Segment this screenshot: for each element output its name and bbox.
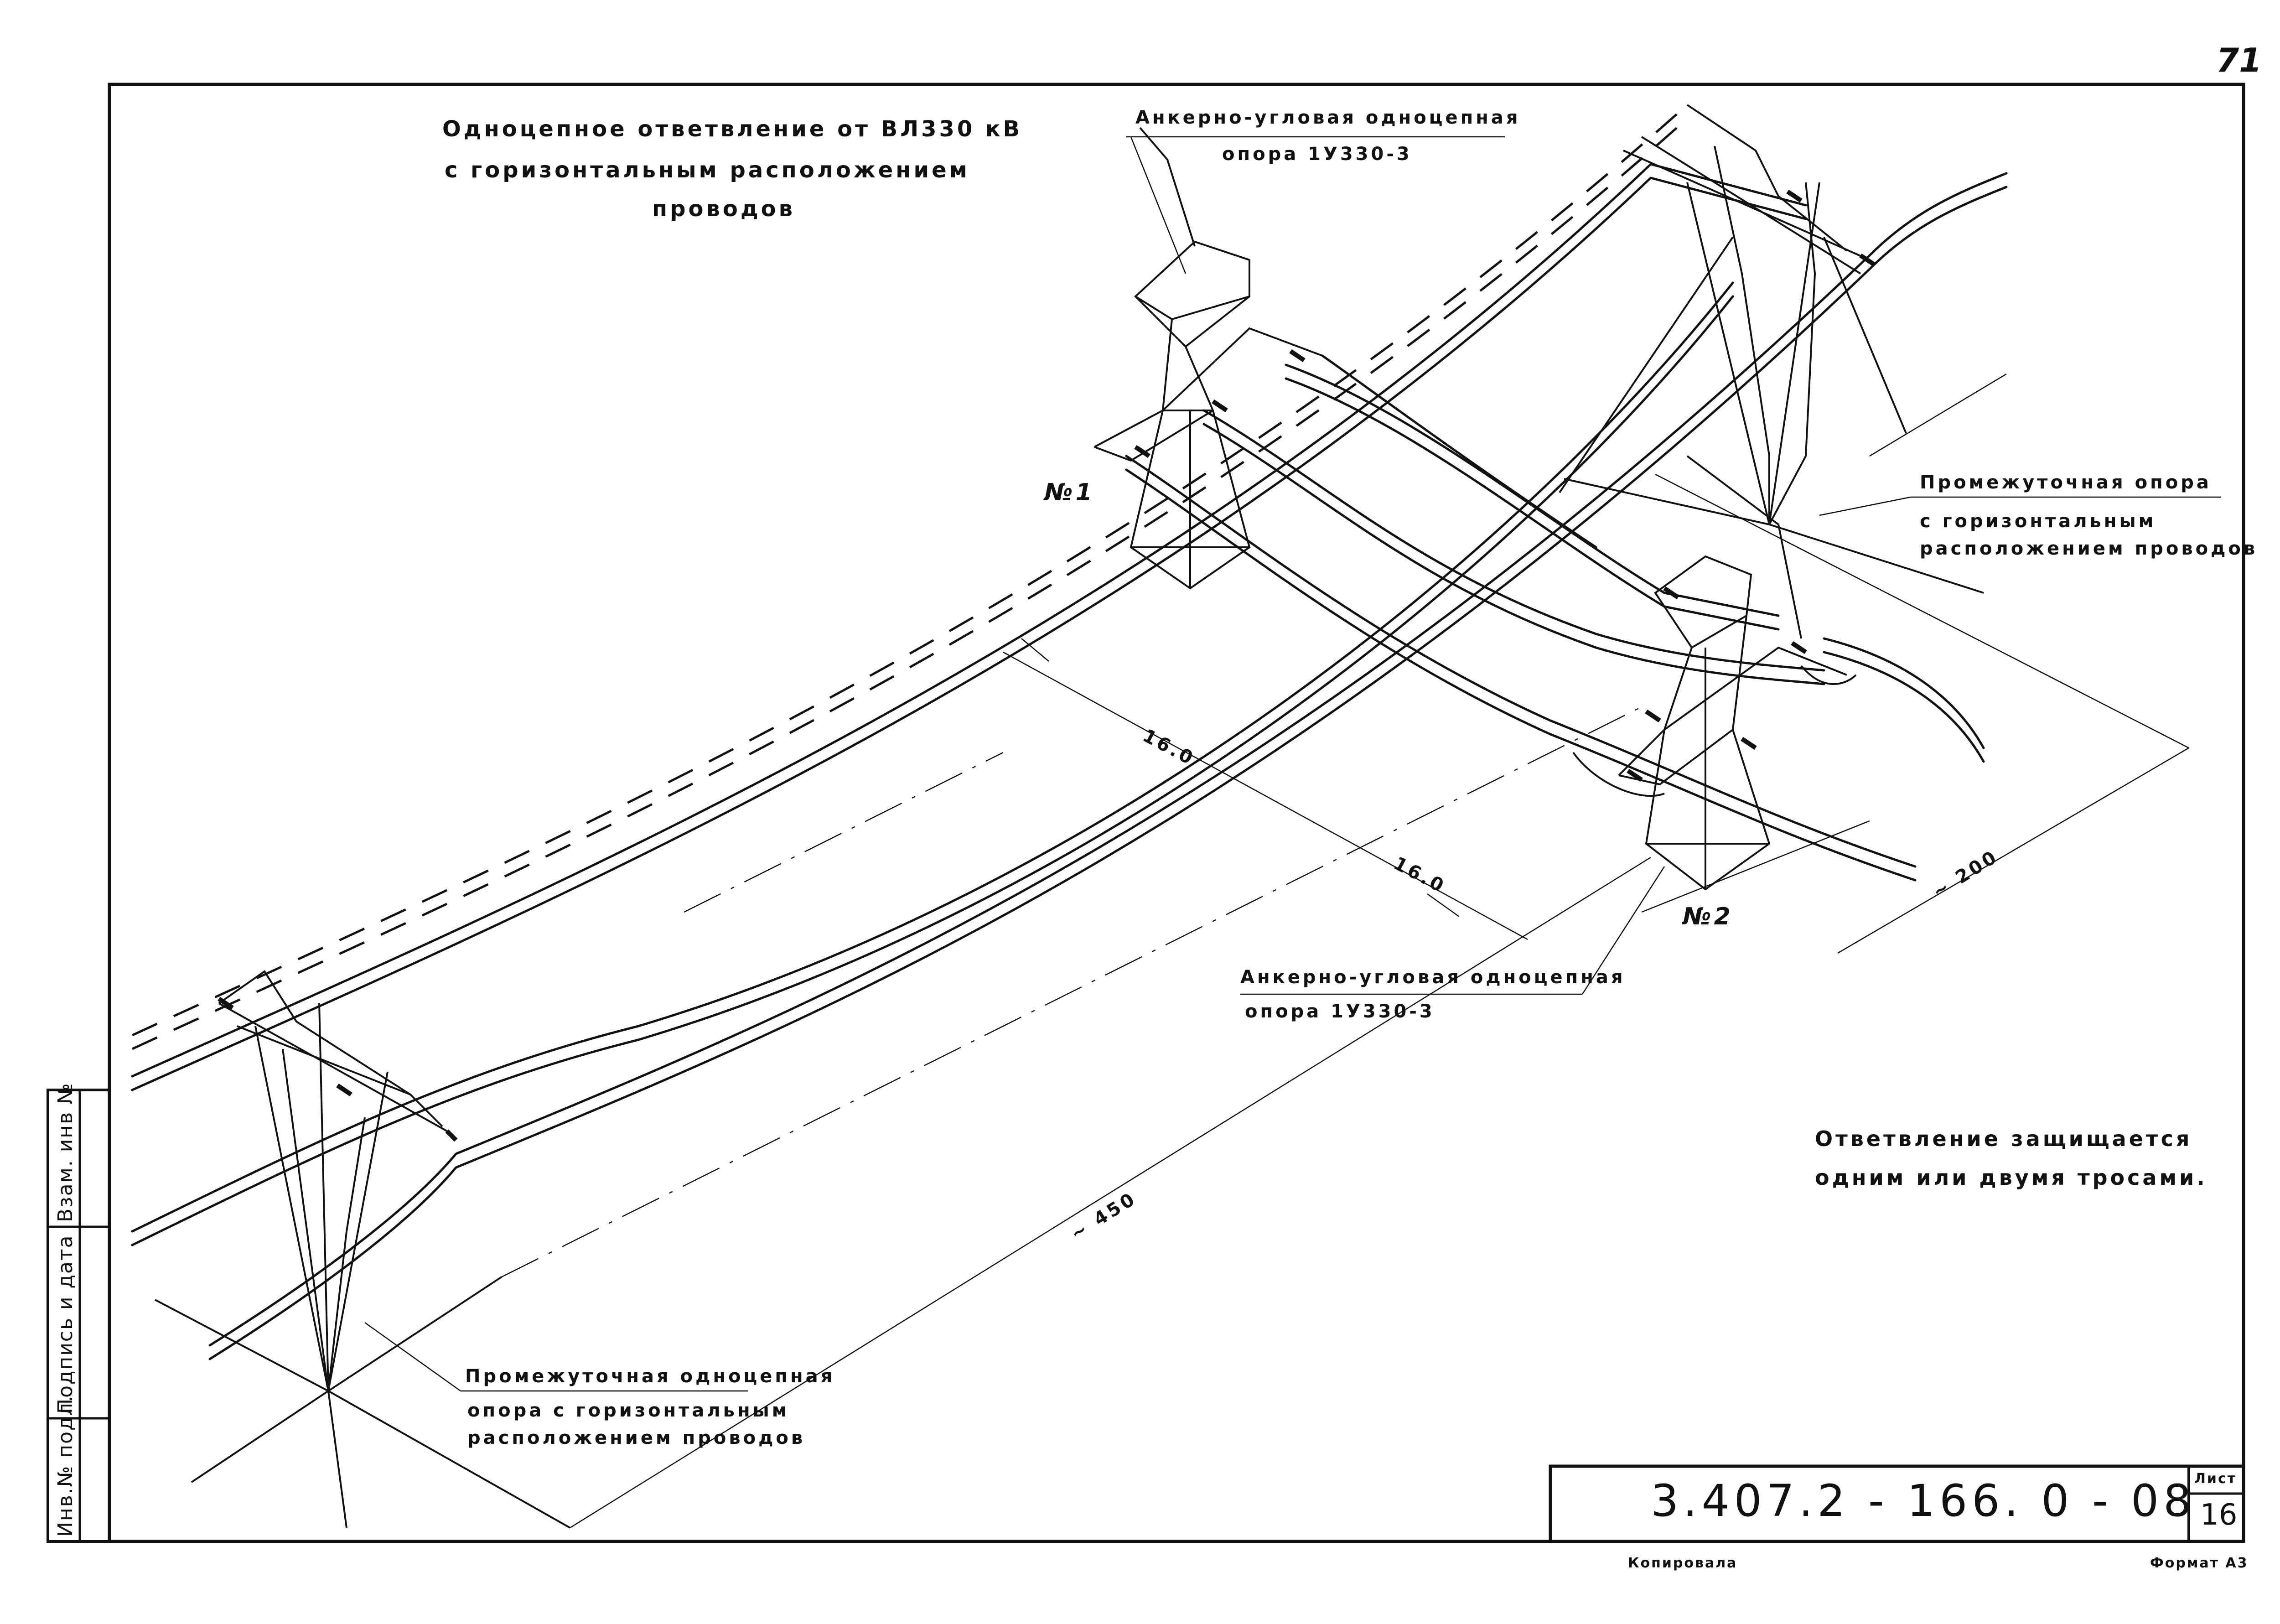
- side-vzam-inv: Взам. инв №: [54, 1082, 77, 1222]
- leader-lines: [364, 136, 2221, 1392]
- page-number: 71: [2216, 41, 2262, 79]
- label-intermediate-left-line3: расположением проводов: [467, 1427, 806, 1448]
- note-line1: Ответвление защищается: [1815, 1126, 2192, 1151]
- sheet-number: 16: [2200, 1498, 2238, 1532]
- label-intermediate-right-line3: расположением проводов: [1920, 538, 2258, 559]
- drawing-code: 3.407.2 - 166. 0 - 08: [1651, 1475, 2196, 1526]
- main-line-conductors: [131, 104, 2008, 1360]
- drawing-title-line2: с горизонтальным расположением: [445, 157, 970, 183]
- dimension-lines: [501, 373, 2189, 1529]
- title-block-frame: [1549, 1464, 2245, 1543]
- support-no2: [1572, 555, 1857, 891]
- intermediate-support-right: [1559, 104, 1984, 639]
- side-inv-podl: Инв.№ подл.: [54, 1395, 77, 1537]
- footer-copied: Копировала: [1628, 1555, 1738, 1571]
- insulators: [218, 189, 1876, 1142]
- side-signature-date: Подпись и дата: [54, 1235, 77, 1414]
- drawing-title-line1: Одноцепное ответвление от ВЛ330 кВ: [442, 116, 1023, 142]
- intermediate-support-left: [155, 970, 570, 1529]
- label-anchor-top-line1: Анкерно-угловая одноцепная: [1135, 107, 1521, 128]
- sheet-label: Лист: [2194, 1471, 2237, 1487]
- drawing-title-line3: проводов: [652, 196, 795, 222]
- label-intermediate-left-line2: опора с горизонтальным: [467, 1400, 790, 1421]
- label-anchor-top-line2: опора 1У330-3: [1222, 144, 1412, 165]
- side-strip-frame: [47, 1089, 111, 1543]
- label-intermediate-right-line2: с горизонтальным: [1920, 511, 2156, 532]
- support-no1-label: №1: [1044, 479, 1095, 506]
- support-no1: [1094, 127, 1323, 590]
- drawing-frame: [108, 83, 2245, 1543]
- note-line2: одним или двумя тросами.: [1815, 1165, 2207, 1190]
- support-no2-label: №2: [1683, 903, 1733, 930]
- label-anchor-bottom-line2: опора 1У330-3: [1245, 1001, 1435, 1022]
- label-intermediate-right-line1: Промежуточная опора: [1920, 472, 2212, 493]
- branch-conductors: [1125, 354, 1917, 882]
- label-anchor-bottom-line1: Анкерно-угловая одноцепная: [1240, 967, 1626, 988]
- footer-format: Формат А3: [2150, 1555, 2249, 1571]
- label-intermediate-left-line1: Промежуточная одноцепная: [465, 1366, 835, 1387]
